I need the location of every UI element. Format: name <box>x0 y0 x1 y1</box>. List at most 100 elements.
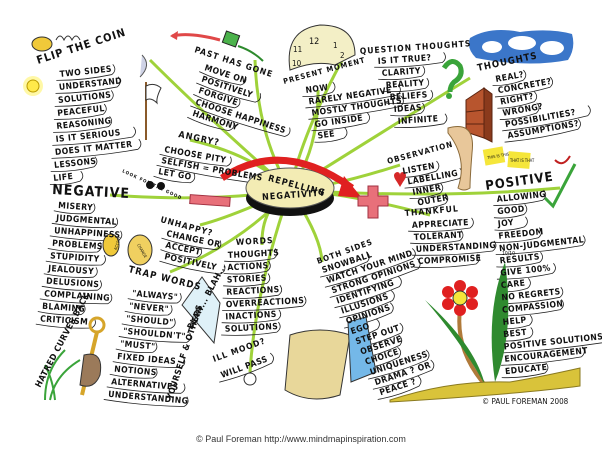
item-underline <box>496 262 556 280</box>
signature: © PAUL FOREMAN 2008 <box>482 397 569 406</box>
item-underline <box>320 251 370 278</box>
ear-icon <box>447 126 473 191</box>
item-underline <box>187 116 235 132</box>
branch-item: LIFE <box>53 172 74 184</box>
item-underline <box>311 112 370 132</box>
clock-12: 12 <box>309 37 319 47</box>
red-arrowhead-icon <box>170 31 178 40</box>
clouds-icon <box>468 30 574 64</box>
ten-out-of-ten-label: 10/10 <box>502 251 515 257</box>
green-arrow-icon <box>237 45 264 62</box>
item-underline <box>222 284 283 299</box>
clock-1: 1 <box>333 41 338 50</box>
branch-item: SOLUTIONS <box>225 322 279 335</box>
branch-item: COMPLAINING <box>44 289 110 304</box>
item-underline <box>190 105 291 137</box>
item-underline <box>414 253 480 268</box>
branch-title-thankful: THANKFUL <box>404 204 459 219</box>
branch-item: IDEAS <box>394 103 423 115</box>
branch-item: STORIES <box>227 274 267 286</box>
branch-item: INFINITE <box>398 114 439 127</box>
red-arc-arrow <box>220 156 355 191</box>
item-underline <box>153 173 196 184</box>
branch-item: SEE <box>317 129 336 141</box>
item-underline <box>501 346 585 366</box>
yellow-brick-road <box>389 367 581 403</box>
flower-icon <box>425 262 509 387</box>
center-label-line2: NEGATIVITY <box>262 189 326 203</box>
item-underline <box>493 204 528 219</box>
item-underline <box>302 81 336 98</box>
sun-icon <box>23 76 43 96</box>
branch-item: THOUGHTS <box>228 248 280 261</box>
item-underline <box>305 84 401 109</box>
item-underline <box>329 258 421 298</box>
red-back-arrow-icon <box>171 33 221 42</box>
item-underline <box>493 189 547 206</box>
item-underline <box>45 254 106 266</box>
item-underline <box>374 52 446 68</box>
item-underline <box>324 248 416 288</box>
branch-item: JEALOUSY <box>47 264 95 277</box>
coin-icon <box>31 36 53 52</box>
item-underline <box>377 375 422 400</box>
item-underline <box>223 260 271 275</box>
item-underline <box>372 359 435 390</box>
item-underline <box>53 103 107 120</box>
branch-item: INACTIONS <box>225 310 277 323</box>
item-underline <box>103 396 189 407</box>
branch-item: MISERY <box>58 201 94 213</box>
item-underline <box>221 321 281 336</box>
branch-item: GIVE 100% <box>500 264 551 279</box>
item-underline <box>161 237 222 251</box>
branch-item: HELP <box>502 316 527 328</box>
branch-item: "ALWAYS" <box>132 289 179 303</box>
coin-accept-label: ACCEPT <box>113 235 123 251</box>
item-underline <box>408 217 474 232</box>
item-underline <box>43 267 98 278</box>
heart-icon <box>394 172 406 187</box>
branch-item: NOTIONS <box>114 365 157 379</box>
item-underline <box>501 362 549 379</box>
item-underline <box>121 318 176 329</box>
item-underline <box>224 248 278 263</box>
branch-item: PROBLEMS <box>52 239 103 253</box>
footer-credit: © Paul Foreman http://www.mindmapinspira… <box>196 434 406 444</box>
item-underline <box>499 327 534 342</box>
watch-icon <box>243 372 257 386</box>
item-underline <box>115 342 158 353</box>
branch-item: JOY <box>496 218 514 230</box>
branch-item: JUDGMENTAL <box>55 214 117 228</box>
item-underline <box>394 113 448 128</box>
item-underline <box>222 295 307 311</box>
branch-item: UNHAPPINESS <box>54 226 121 241</box>
branch-title-negative: NEGATIVE <box>52 182 131 202</box>
branch-item: UNDERSTANDING <box>416 241 497 255</box>
note-that-is-that: THAT IS THAT <box>509 158 535 163</box>
item-underline <box>308 95 404 120</box>
item-underline <box>109 368 158 379</box>
minus-sign-icon <box>189 194 231 207</box>
branch-item: FREEDOM <box>498 227 544 242</box>
eyes-icon <box>146 181 165 190</box>
item-underline <box>219 352 274 383</box>
question-dot-icon <box>446 93 452 99</box>
key-icon <box>79 316 106 396</box>
sticky-notes-icon: THIS IS THIS THAT IS THAT <box>482 146 535 169</box>
item-underline <box>386 89 434 105</box>
branch-item: BEST <box>503 328 528 340</box>
item-underline <box>504 118 581 143</box>
branch-item: CARE <box>500 279 525 292</box>
item-underline <box>378 65 426 81</box>
branch-item: BELIEFS <box>390 90 429 103</box>
clock-icon: 12 1 2 11 10 <box>288 24 356 71</box>
item-underline <box>314 127 348 143</box>
shoe-bag-icon <box>284 316 377 400</box>
branch-item: CRITICISM <box>40 314 89 327</box>
item-underline <box>223 273 271 287</box>
item-underline <box>492 69 527 87</box>
